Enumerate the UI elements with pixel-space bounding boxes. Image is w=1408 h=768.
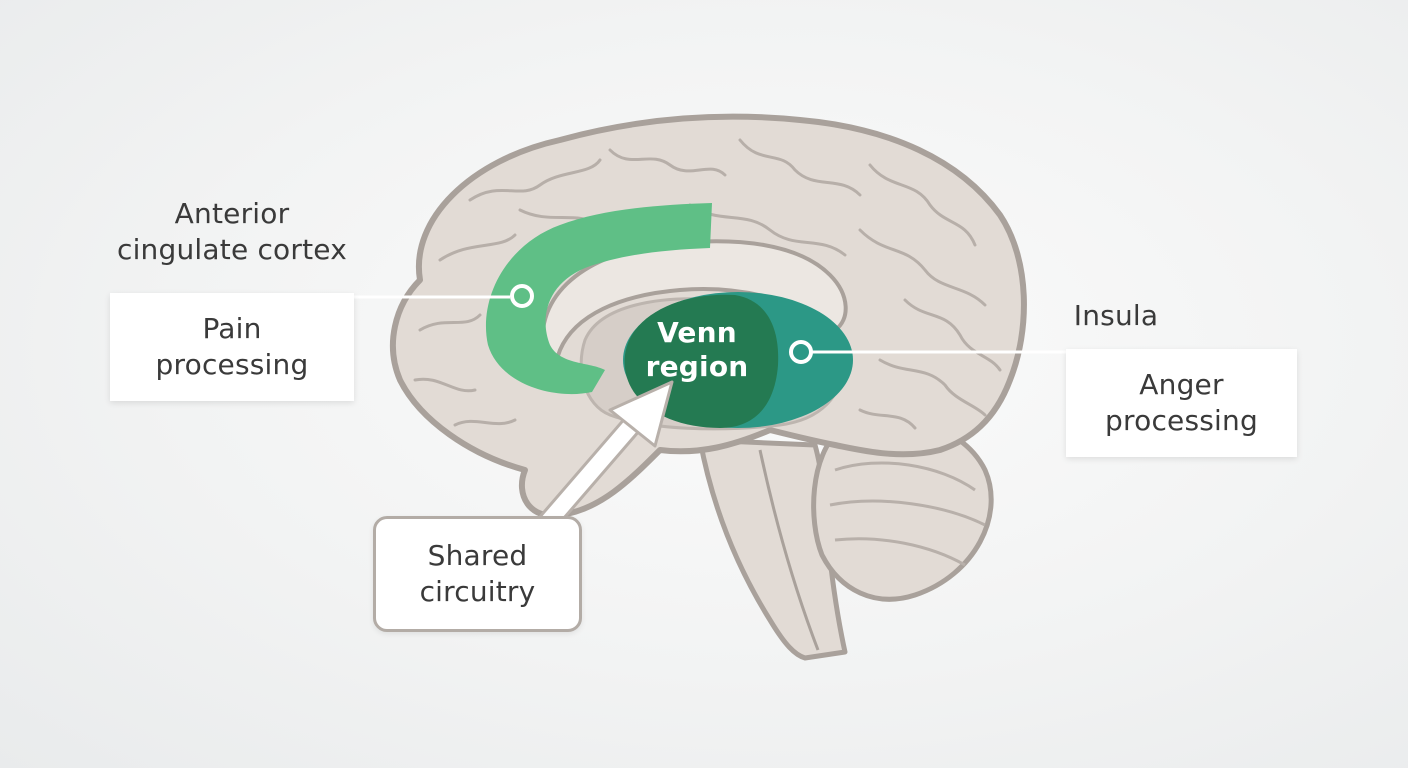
brainstem-groove — [758, 449, 820, 651]
acc-region — [485, 203, 712, 395]
venn-region-label: Venn region — [645, 316, 749, 383]
pain-processing-label: Pain processing — [155, 312, 309, 381]
shared-circuitry-box: Shared circuitry — [373, 516, 582, 632]
pain-processing-box: Pain processing — [110, 293, 354, 401]
anger-processing-box: Anger processing — [1066, 349, 1297, 457]
cerebellum-folds — [829, 461, 986, 567]
shared-circuitry-label: Shared circuitry — [419, 539, 536, 608]
acc-connector-dot — [510, 284, 534, 308]
anger-processing-label: Anger processing — [1105, 368, 1258, 437]
insula-region-label: Insula — [1073, 299, 1159, 332]
shared-arrow — [537, 380, 674, 533]
insula-connector-dot — [789, 340, 813, 364]
acc-region-label: Anterior cingulate cortex — [116, 197, 347, 266]
